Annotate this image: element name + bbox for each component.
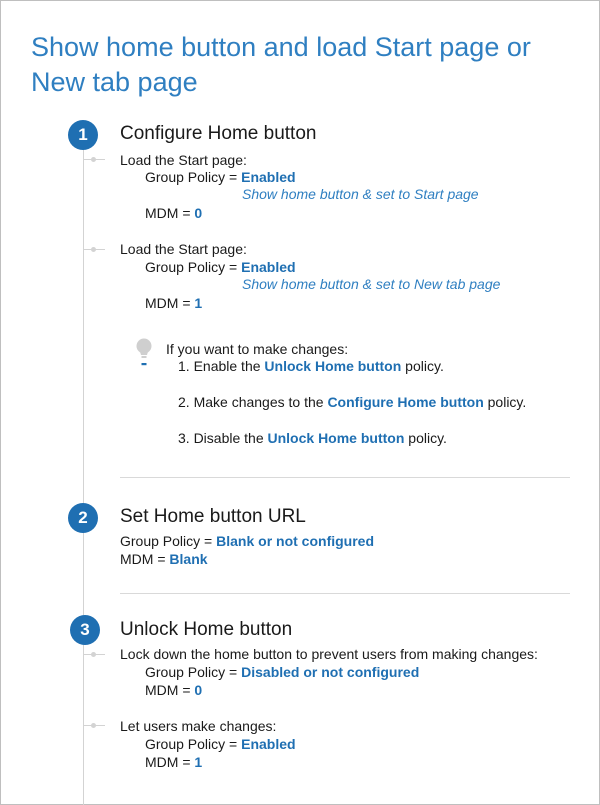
option-1a-mdm: MDM = 0 [145, 204, 202, 222]
section-2-group-policy: Group Policy = Blank or not configured [120, 532, 374, 550]
tip-step-2-suffix: policy. [483, 394, 527, 410]
option-3b-group-policy: Group Policy = Enabled [145, 735, 296, 753]
step-1-badge: 1 [68, 120, 98, 150]
group-policy-value: Disabled or not configured [241, 664, 420, 680]
option-1a-intro: Load the Start page: [120, 152, 247, 168]
mdm-value: 1 [194, 295, 203, 311]
step-2-badge: 2 [68, 503, 98, 533]
tip-intro: If you want to make changes: [166, 341, 349, 357]
mdm-label: MDM [145, 205, 179, 221]
option-3b-mdm: MDM = 1 [145, 753, 202, 771]
group-policy-value: Blank or not configured [216, 533, 375, 549]
option-3a-group-policy: Group Policy = Disabled or not configure… [145, 663, 419, 681]
group-policy-label: Group Policy [145, 259, 226, 275]
tip-step-2-link: Configure Home button [327, 394, 484, 410]
group-policy-label: Group Policy [145, 169, 226, 185]
group-policy-label: Group Policy [145, 664, 226, 680]
mdm-value: 0 [194, 205, 203, 221]
option-1b-intro: Load the Start page: [120, 241, 247, 257]
section-3-heading: Unlock Home button [120, 619, 293, 640]
mdm-label: MDM [145, 754, 179, 770]
tip-step-3-prefix: 3. Disable the [178, 430, 268, 446]
option-1b-group-policy: Group Policy = Enabled [145, 258, 296, 276]
lightbulb-icon [136, 338, 152, 366]
group-policy-label: Group Policy [120, 533, 201, 549]
tip-step-3: 3. Disable the Unlock Home button policy… [178, 429, 447, 447]
equals-sign: = [229, 259, 238, 275]
timeline-tick [83, 247, 105, 252]
equals-sign: = [182, 754, 191, 770]
mdm-value: 1 [194, 754, 203, 770]
page-title: Show home button and load Start page or … [31, 32, 531, 97]
option-1a-note: Show home button & set to Start page [242, 186, 479, 202]
section-2-mdm: MDM = Blank [120, 550, 208, 568]
timeline-tick [83, 157, 105, 162]
equals-sign: = [182, 295, 191, 311]
timeline-line [83, 148, 84, 805]
section-1-heading: Configure Home button [120, 123, 317, 144]
mdm-label: MDM [145, 682, 179, 698]
tip-step-1-suffix: policy. [401, 358, 444, 374]
equals-sign: = [229, 664, 238, 680]
mdm-label: MDM [120, 551, 154, 567]
section-divider [120, 593, 570, 594]
equals-sign: = [182, 682, 191, 698]
section-2-heading: Set Home button URL [120, 506, 306, 527]
tip-step-3-suffix: policy. [404, 430, 447, 446]
option-1b-note: Show home button & set to New tab page [242, 276, 501, 292]
option-3a-mdm: MDM = 0 [145, 681, 202, 699]
group-policy-label: Group Policy [145, 736, 226, 752]
equals-sign: = [157, 551, 166, 567]
timeline-tick [83, 723, 105, 728]
option-3b-intro: Let users make changes: [120, 718, 277, 734]
tip-step-1: 1. Enable the Unlock Home button policy. [178, 357, 444, 375]
equals-sign: = [229, 736, 238, 752]
tip-step-1-prefix: 1. Enable the [178, 358, 265, 374]
equals-sign: = [204, 533, 213, 549]
tip-step-1-link: Unlock Home button [264, 358, 402, 374]
step-3-badge: 3 [70, 615, 100, 645]
tip-step-2-prefix: 2. Make changes to the [178, 394, 328, 410]
equals-sign: = [229, 169, 238, 185]
equals-sign: = [182, 205, 191, 221]
mdm-label: MDM [145, 295, 179, 311]
group-policy-value: Enabled [241, 736, 296, 752]
group-policy-value: Enabled [241, 259, 296, 275]
section-divider [120, 477, 570, 478]
mdm-value: Blank [169, 551, 208, 567]
mdm-value: 0 [194, 682, 203, 698]
tip-step-2: 2. Make changes to the Configure Home bu… [178, 393, 526, 411]
timeline-tick [83, 652, 105, 657]
option-1a-group-policy: Group Policy = Enabled [145, 168, 296, 186]
group-policy-value: Enabled [241, 169, 296, 185]
tip-step-3-link: Unlock Home button [267, 430, 405, 446]
option-1b-mdm: MDM = 1 [145, 294, 202, 312]
option-3a-intro: Lock down the home button to prevent use… [120, 646, 538, 662]
